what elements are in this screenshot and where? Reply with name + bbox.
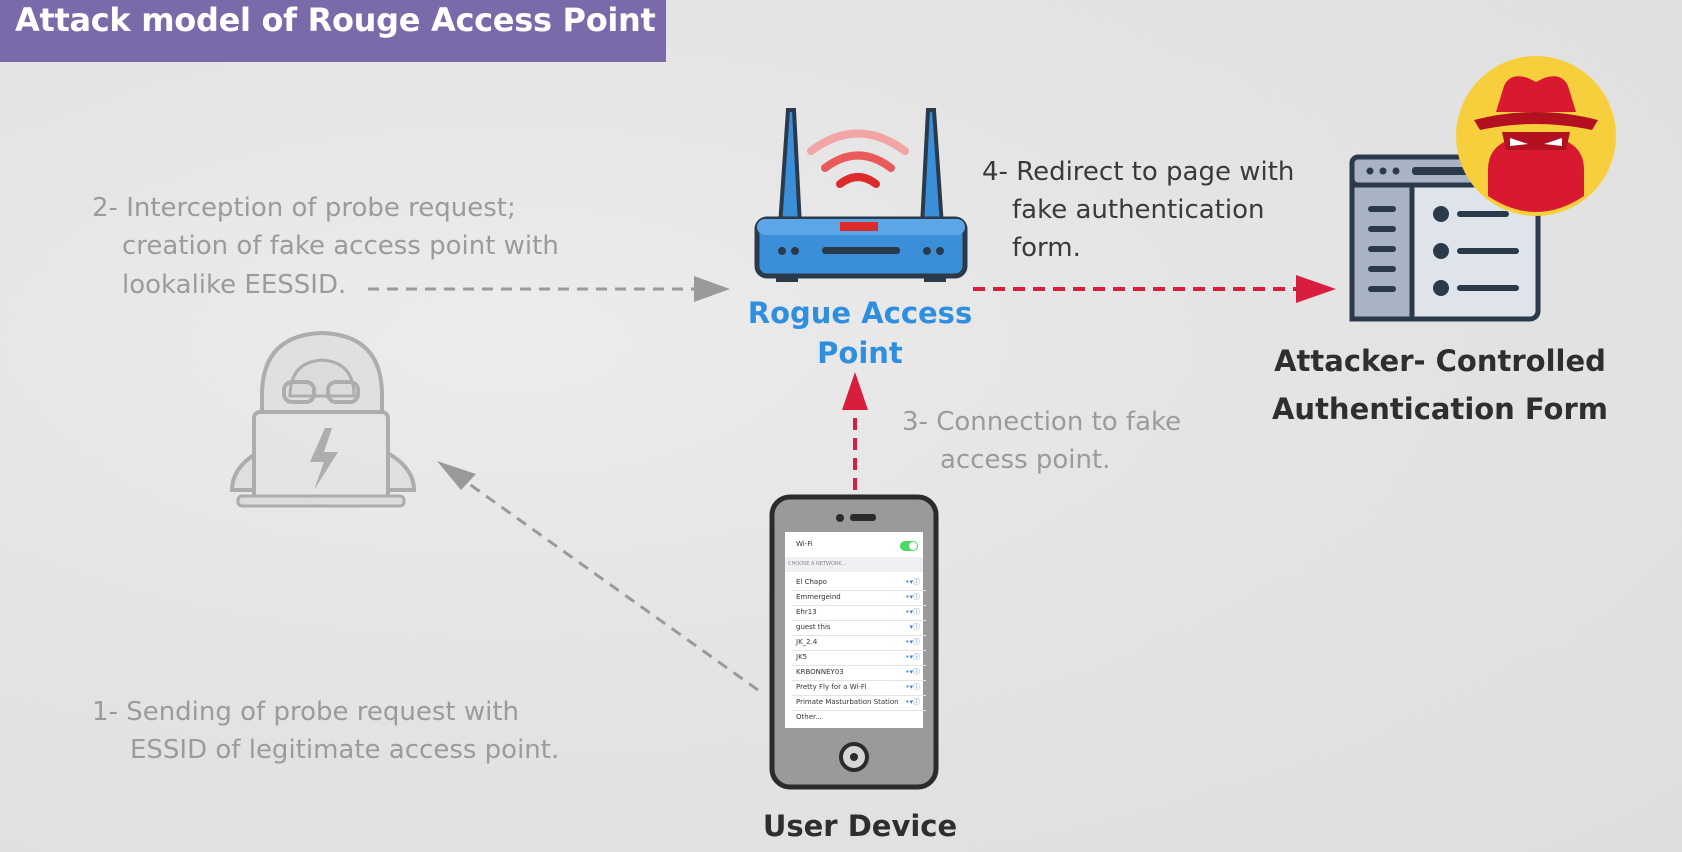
step4-line3: form. xyxy=(1012,233,1081,263)
network-name: Other... xyxy=(796,713,822,721)
arrow-redirect xyxy=(973,275,1336,303)
step3-line2: access point. xyxy=(940,445,1111,475)
network-name: Primate Masturbation Station xyxy=(796,698,899,706)
wifi-toggle-label: Wi-Fi xyxy=(796,540,813,548)
network-item: KRBONNEY03•▾ⓘ xyxy=(792,665,926,681)
network-section-label: CHOOSE A NETWORK... xyxy=(788,561,847,567)
step4-line2: fake authentication xyxy=(1012,195,1265,225)
step1-line1: 1- Sending of probe request with xyxy=(92,697,520,727)
network-item: Ehr13•▾ⓘ xyxy=(792,605,926,621)
step2-line2: creation of fake access point with xyxy=(122,231,559,261)
arrow-probe-request xyxy=(437,461,759,692)
form-label-line1: Attacker- Controlled xyxy=(1274,344,1606,378)
network-item: Other... xyxy=(792,710,926,725)
router-label-line2: Point xyxy=(817,336,903,370)
network-name: Ehr13 xyxy=(796,608,817,616)
page-title: Attack model of Rouge Access Point xyxy=(15,1,656,39)
network-name: JK_2.4 xyxy=(796,638,818,646)
network-name: Pretty Fly for a Wi-Fi xyxy=(796,683,867,691)
network-item: JK5•▾ⓘ xyxy=(792,650,926,666)
network-item: Pretty Fly for a Wi-Fi•▾ⓘ xyxy=(792,680,926,696)
device-label: User Device xyxy=(762,809,958,843)
step4-line1: 4- Redirect to page with xyxy=(982,157,1295,187)
form-label: Attacker- Controlled Authentication Form xyxy=(1270,337,1610,433)
network-name: guest this xyxy=(796,623,831,631)
step2-line1: 2- Interception of probe request; xyxy=(92,193,516,223)
network-name: JK5 xyxy=(796,653,808,661)
form-label-line2: Authentication Form xyxy=(1271,392,1609,426)
step1-line2: ESSID of legitimate access point. xyxy=(130,735,560,765)
title-banner: Attack model of Rouge Access Point xyxy=(0,0,666,62)
network-name: Emmergeind xyxy=(796,593,841,601)
step2-line3: lookalike EESSID. xyxy=(122,270,347,300)
step3-line1: 3- Connection to fake xyxy=(902,407,1182,437)
router-label: Rogue Access Point xyxy=(738,293,982,373)
network-item: Emmergeind•▾ⓘ xyxy=(792,590,926,606)
network-item: Primate Masturbation Station•▾ⓘ xyxy=(792,695,926,711)
router-label-line1: Rogue Access xyxy=(747,296,973,330)
network-item: guest this▾ⓘ xyxy=(792,620,926,636)
arrow-connection xyxy=(842,372,868,490)
network-name: KRBONNEY03 xyxy=(796,668,844,676)
network-name: El Chapo xyxy=(796,578,827,586)
network-item: El Chapo•▾ⓘ xyxy=(792,575,926,591)
arrow-interception xyxy=(368,276,730,302)
network-item: JK_2.4•▾ⓘ xyxy=(792,635,926,651)
